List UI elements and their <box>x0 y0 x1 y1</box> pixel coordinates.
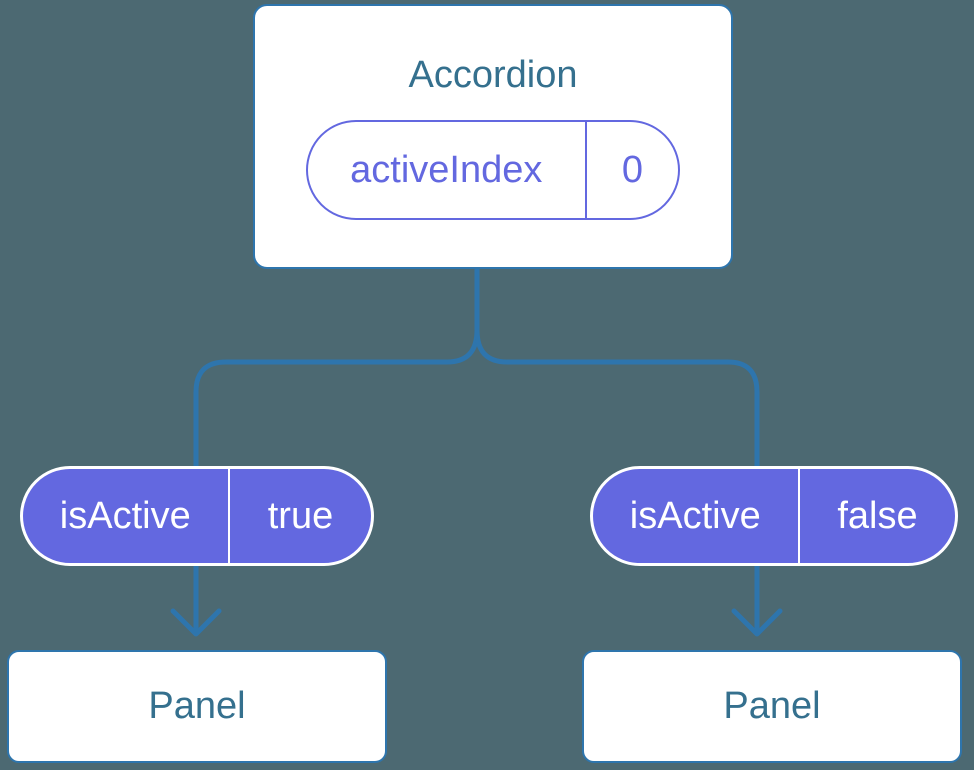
state-value-label: false <box>837 494 918 537</box>
panel-component-box-left: Panel <box>7 650 387 763</box>
pill-divider <box>584 122 587 219</box>
is-active-true-pill: isActive true <box>20 466 374 566</box>
state-value-label: true <box>267 494 334 537</box>
active-index-state-pill: activeIndex 0 <box>306 120 680 221</box>
branch-right-line <box>474 267 760 636</box>
accordion-title: Accordion <box>408 53 578 96</box>
panel-component-box-right: Panel <box>582 650 962 763</box>
arrow-down-icon <box>170 608 222 637</box>
state-value-label: 0 <box>621 148 644 191</box>
is-active-false-pill: isActive false <box>590 466 958 566</box>
state-name-label: activeIndex <box>350 148 543 191</box>
accordion-component-box: Accordion activeIndex 0 <box>253 4 733 269</box>
pill-divider <box>227 469 230 563</box>
branch-left-line <box>193 267 480 636</box>
panel-title: Panel <box>723 684 821 727</box>
arrow-down-icon <box>731 608 783 637</box>
panel-title: Panel <box>148 684 246 727</box>
state-name-label: isActive <box>59 494 191 537</box>
pill-divider <box>797 469 800 563</box>
state-name-label: isActive <box>629 494 761 537</box>
